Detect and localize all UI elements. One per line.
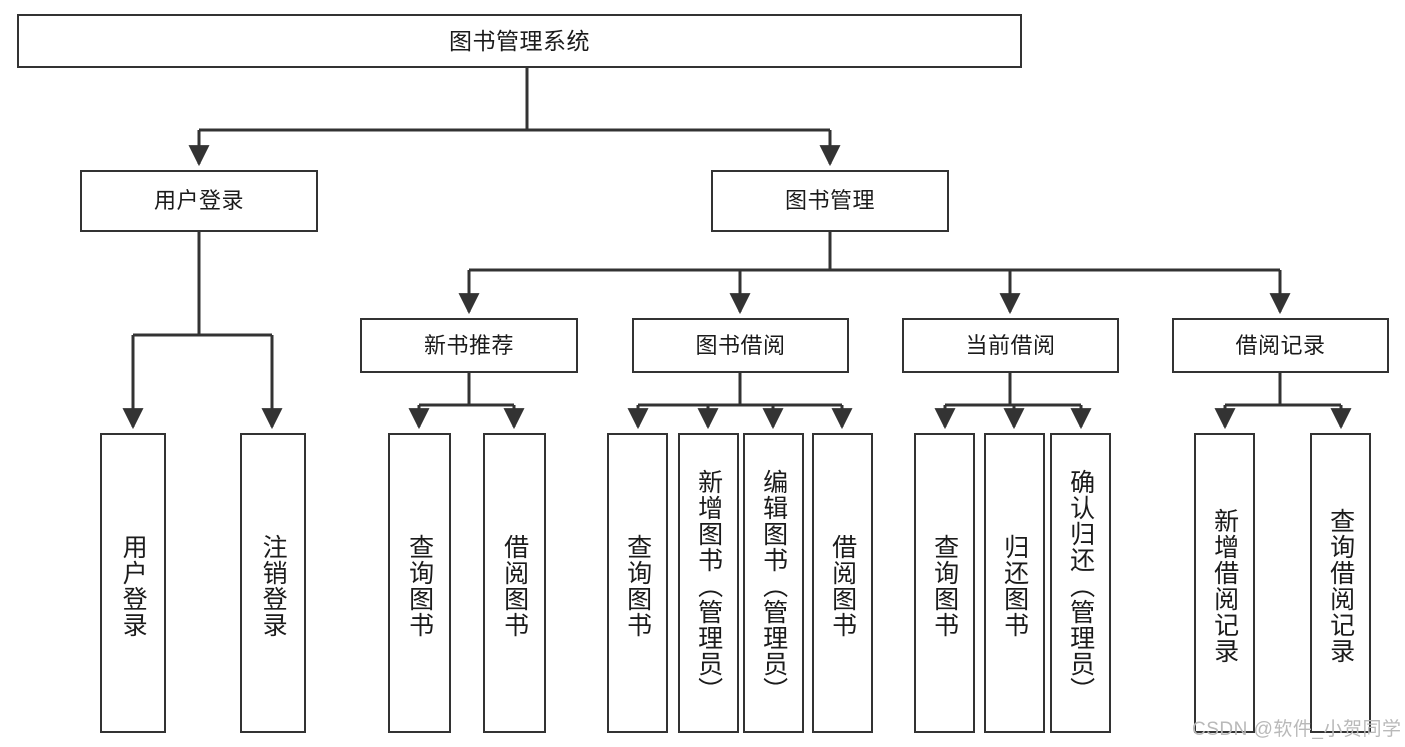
node-leaf-user-login[interactable]: 用户登录 <box>100 433 166 733</box>
node-user-login[interactable]: 用户登录 <box>80 170 318 232</box>
node-borrow-record[interactable]: 借阅记录 <box>1172 318 1389 373</box>
node-leaf-query-book-3-label: 查询图书 <box>930 534 959 638</box>
node-leaf-edit-book-admin[interactable]: 编辑图书（管理员） <box>743 433 804 733</box>
node-book-manage-label: 图书管理 <box>784 188 875 214</box>
node-root[interactable]: 图书管理系统 <box>17 14 1022 68</box>
node-new-book-recommend[interactable]: 新书推荐 <box>360 318 578 373</box>
node-current-borrow-label: 当前借阅 <box>965 332 1056 358</box>
node-book-manage[interactable]: 图书管理 <box>711 170 949 232</box>
node-current-borrow[interactable]: 当前借阅 <box>902 318 1119 373</box>
node-leaf-query-borrow-record-label: 查询借阅记录 <box>1326 508 1355 664</box>
node-leaf-logout-login[interactable]: 注销登录 <box>240 433 306 733</box>
node-leaf-confirm-return-admin[interactable]: 确认归还（管理员） <box>1050 433 1111 733</box>
node-borrow-record-label: 借阅记录 <box>1235 332 1326 358</box>
node-leaf-add-book-admin-label: 新增图书（管理员） <box>694 469 723 703</box>
node-leaf-query-book-2-label: 查询图书 <box>623 534 652 638</box>
node-leaf-query-borrow-record[interactable]: 查询借阅记录 <box>1310 433 1371 733</box>
node-leaf-query-book-1-label: 查询图书 <box>405 534 434 638</box>
node-user-login-label: 用户登录 <box>153 188 244 214</box>
node-new-book-recommend-label: 新书推荐 <box>423 332 514 358</box>
node-leaf-borrow-book-1[interactable]: 借阅图书 <box>483 433 546 733</box>
node-leaf-query-book-2[interactable]: 查询图书 <box>607 433 668 733</box>
node-book-borrow-label: 图书借阅 <box>695 332 786 358</box>
node-leaf-logout-login-label: 注销登录 <box>259 534 288 638</box>
node-leaf-return-book-label: 归还图书 <box>1000 534 1029 638</box>
node-leaf-borrow-book-2[interactable]: 借阅图书 <box>812 433 873 733</box>
node-leaf-borrow-book-2-label: 借阅图书 <box>828 534 857 638</box>
node-leaf-user-login-label: 用户登录 <box>119 534 148 638</box>
watermark: CSDN @软件_小贺同学 <box>1192 719 1402 740</box>
node-leaf-query-book-3[interactable]: 查询图书 <box>914 433 975 733</box>
node-leaf-borrow-book-1-label: 借阅图书 <box>500 534 529 638</box>
node-leaf-return-book[interactable]: 归还图书 <box>984 433 1045 733</box>
node-root-label: 图书管理系统 <box>449 27 590 54</box>
node-book-borrow[interactable]: 图书借阅 <box>632 318 849 373</box>
node-leaf-add-book-admin[interactable]: 新增图书（管理员） <box>678 433 739 733</box>
node-leaf-confirm-return-admin-label: 确认归还（管理员） <box>1066 469 1095 703</box>
node-leaf-query-book-1[interactable]: 查询图书 <box>388 433 451 733</box>
node-leaf-add-borrow-record[interactable]: 新增借阅记录 <box>1194 433 1255 733</box>
node-leaf-edit-book-admin-label: 编辑图书（管理员） <box>759 469 788 703</box>
node-leaf-add-borrow-record-label: 新增借阅记录 <box>1210 508 1239 664</box>
